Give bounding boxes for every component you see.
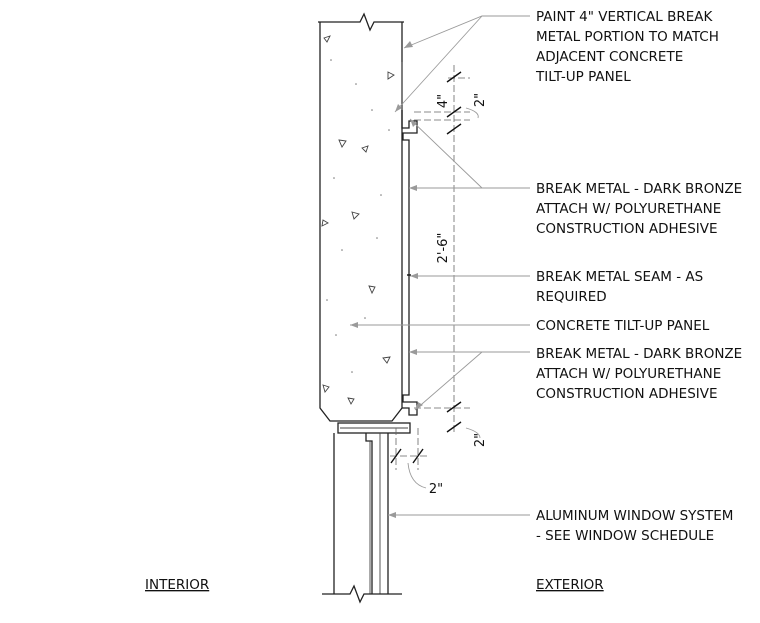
note-break-metal-seam: BREAK METAL SEAM - AS REQUIRED [536, 269, 703, 305]
note-aluminum-window: ALUMINUM WINDOW SYSTEM - SEE WINDOW SCHE… [536, 508, 733, 544]
svg-text:ATTACH W/ POLYURETHANE: ATTACH W/ POLYURETHANE [536, 366, 721, 382]
svg-text:CONSTRUCTION ADHESIVE: CONSTRUCTION ADHESIVE [536, 386, 718, 402]
note-concrete-panel: CONCRETE TILT-UP PANEL [536, 318, 710, 334]
svg-text:BREAK METAL - DARK BRONZE: BREAK METAL - DARK BRONZE [536, 181, 742, 197]
svg-text:ALUMINUM WINDOW SYSTEM: ALUMINUM WINDOW SYSTEM [536, 508, 733, 524]
svg-text:METAL PORTION TO MATCH: METAL PORTION TO MATCH [536, 29, 719, 45]
window-head-plate [337, 422, 411, 434]
svg-text:REQUIRED: REQUIRED [536, 289, 607, 305]
note-break-metal-lower: BREAK METAL - DARK BRONZE ATTACH W/ POLY… [536, 346, 742, 402]
concrete-tilt-up-panel [318, 12, 404, 422]
dimension-lines [390, 65, 470, 470]
dim-top-offset: 2" [473, 93, 488, 107]
leader-arrowheads [350, 41, 423, 518]
label-interior: INTERIOR [145, 577, 209, 593]
note-leaders [350, 15, 530, 516]
label-exterior: EXTERIOR [536, 577, 604, 593]
note-paint-break-metal: PAINT 4" VERTICAL BREAK METAL PORTION TO… [535, 9, 719, 85]
svg-text:CONSTRUCTION ADHESIVE: CONSTRUCTION ADHESIVE [536, 221, 718, 237]
concrete-stipple [326, 59, 390, 373]
svg-text:ATTACH W/ POLYURETHANE: ATTACH W/ POLYURETHANE [536, 201, 721, 217]
dim-panel-height: 2'-6" [436, 233, 451, 264]
svg-text:ADJACENT CONCRETE: ADJACENT CONCRETE [536, 49, 683, 65]
note-break-metal-upper: BREAK METAL - DARK BRONZE ATTACH W/ POLY… [536, 181, 742, 237]
concrete-aggregate-marks [321, 35, 395, 405]
svg-text:PAINT 4" VERTICAL BREAK: PAINT 4" VERTICAL BREAK [536, 9, 713, 25]
svg-text:- SEE WINDOW SCHEDULE: - SEE WINDOW SCHEDULE [536, 528, 714, 544]
break-metal-flashing [401, 62, 418, 416]
svg-text:TILT-UP PANEL: TILT-UP PANEL [535, 69, 631, 85]
svg-text:CONCRETE TILT-UP PANEL: CONCRETE TILT-UP PANEL [536, 318, 710, 334]
dim-bottom-offset: 2" [473, 433, 488, 447]
svg-text:BREAK METAL SEAM - AS: BREAK METAL SEAM - AS [536, 269, 703, 285]
dim-top-vertical: 4" [436, 94, 451, 108]
aluminum-window-system [322, 433, 402, 604]
svg-text:BREAK METAL - DARK BRONZE: BREAK METAL - DARK BRONZE [536, 346, 742, 362]
dim-bottom-horizontal: 2" [429, 482, 443, 497]
